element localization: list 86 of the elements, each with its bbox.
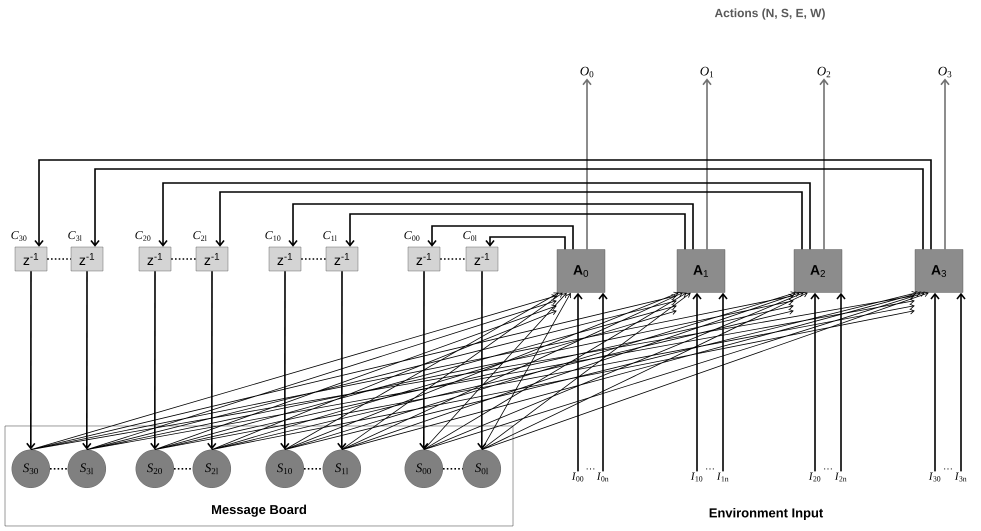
output-label: O$_{3}$ <box>938 66 952 78</box>
delay-box: z$^{-1}$ <box>326 246 358 272</box>
arrow <box>82 271 92 450</box>
arrow <box>477 271 486 450</box>
input-label: I$_{30}$ <box>928 472 940 482</box>
arrow <box>284 292 679 450</box>
arrow <box>956 292 966 472</box>
feedback-arrow <box>34 159 932 250</box>
input-label: I$_{3n}$ <box>954 472 966 482</box>
arrow <box>207 271 216 450</box>
agent-box: A$_{3}$ <box>914 249 964 293</box>
arrow <box>154 304 557 450</box>
arrow <box>280 271 290 450</box>
arrow <box>423 292 567 450</box>
heading-label: Environment Input <box>710 508 824 520</box>
variable-label: C$_{00}$ <box>404 231 420 241</box>
arrow <box>423 292 804 450</box>
dotted-line <box>171 258 196 260</box>
input-label: I$_{10}$ <box>690 472 702 482</box>
arrow <box>419 271 428 450</box>
agent-box: A$_{2}$ <box>794 249 842 293</box>
variable-label: C$_{20}$ <box>135 231 150 241</box>
input-label: I$_{2n}$ <box>834 472 846 482</box>
arrow <box>692 292 702 472</box>
arrow <box>337 271 346 450</box>
variable-label: C$_{3l}$ <box>68 231 82 241</box>
delay-box: z$^{-1}$ <box>196 246 228 272</box>
feedback-arrow <box>215 191 803 250</box>
arrow <box>481 292 808 450</box>
arrow <box>150 271 160 450</box>
dotted-line <box>174 468 193 470</box>
agent-box: A$_{0}$ <box>556 249 606 293</box>
arrow <box>819 78 829 250</box>
feedback-arrow <box>90 168 924 250</box>
arrow <box>211 310 557 450</box>
arrow <box>284 292 559 450</box>
output-label: O$_{0}$ <box>580 66 594 78</box>
heading-label: Actions (N, S, E, W) <box>714 8 825 20</box>
delay-box: z$^{-1}$ <box>408 246 440 272</box>
arrow <box>718 292 728 472</box>
feedback-arrow <box>288 203 694 250</box>
variable-label: C$_{0l}$ <box>463 231 477 241</box>
arrow <box>598 292 608 472</box>
arrow <box>582 78 592 250</box>
agent-box: A$_{1}$ <box>676 249 726 293</box>
output-label: O$_{1}$ <box>700 66 714 78</box>
input-label: I$_{1n}$ <box>716 472 728 482</box>
arrow <box>573 292 583 472</box>
delay-box: z$^{-1}$ <box>14 246 48 272</box>
dotted-line <box>301 258 326 260</box>
delay-box: z$^{-1}$ <box>268 246 302 272</box>
dotted-line <box>47 258 71 260</box>
arrow <box>341 292 563 450</box>
arrow <box>341 292 683 450</box>
ellipsis: ··· <box>944 468 952 470</box>
arrow <box>481 292 572 450</box>
feedback-arrow <box>158 182 811 250</box>
arrow <box>930 292 940 472</box>
dotted-line <box>304 468 323 470</box>
arrow <box>940 78 950 250</box>
arrow <box>481 292 691 450</box>
arrow <box>26 271 36 450</box>
variable-label: C$_{30}$ <box>11 231 26 241</box>
ellipsis: ··· <box>706 468 714 470</box>
delay-box: z$^{-1}$ <box>466 246 498 272</box>
output-label: O$_{2}$ <box>817 66 830 78</box>
feedback-arrow <box>485 236 566 250</box>
input-label: I$_{00}$ <box>572 472 584 482</box>
input-label: I$_{0n}$ <box>596 472 608 482</box>
dotted-line <box>50 468 68 470</box>
arrow <box>702 78 712 250</box>
variable-label: C$_{10}$ <box>265 231 280 241</box>
variable-label: C$_{1l}$ <box>323 231 337 241</box>
feedback-arrow <box>427 225 574 250</box>
dotted-line <box>440 258 466 260</box>
arrow <box>836 292 846 472</box>
delay-box: z$^{-1}$ <box>70 246 104 272</box>
variable-label: C$_{2l}$ <box>193 231 207 241</box>
dotted-line <box>443 468 463 470</box>
input-label: I$_{20}$ <box>808 472 820 482</box>
feedback-arrow <box>345 213 686 250</box>
delay-box: z$^{-1}$ <box>138 246 172 272</box>
ellipsis: ··· <box>586 468 594 470</box>
arrow <box>810 292 820 472</box>
ellipsis: ··· <box>824 468 832 470</box>
arrow <box>423 292 687 450</box>
